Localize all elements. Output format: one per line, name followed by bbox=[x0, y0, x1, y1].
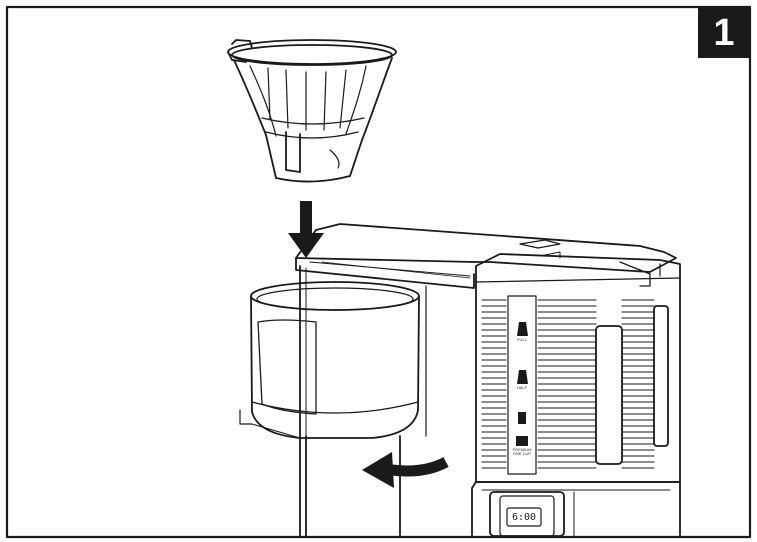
half-carafe-icon[interactable] bbox=[517, 370, 528, 384]
step-number-badge: 1 bbox=[698, 8, 750, 58]
filter-basket[interactable] bbox=[227, 39, 397, 183]
button-label-premium: PREMIUM ONE CUP bbox=[512, 447, 532, 456]
swing-arrow-icon bbox=[362, 452, 449, 488]
brew-basket-housing[interactable] bbox=[239, 281, 420, 439]
tower-ribs bbox=[481, 299, 655, 469]
clock-display bbox=[506, 507, 542, 527]
button-label-half: HALF bbox=[516, 385, 528, 390]
coffee-maker bbox=[295, 223, 681, 538]
panel-buttons bbox=[516, 322, 528, 446]
full-carafe-icon[interactable] bbox=[517, 322, 528, 336]
cup-icon[interactable] bbox=[518, 412, 526, 424]
button-label-full: FULL bbox=[517, 337, 527, 342]
clock-time-text: 6:00 bbox=[511, 512, 537, 523]
frame-border bbox=[5, 5, 752, 539]
premium-icon[interactable] bbox=[516, 436, 528, 446]
